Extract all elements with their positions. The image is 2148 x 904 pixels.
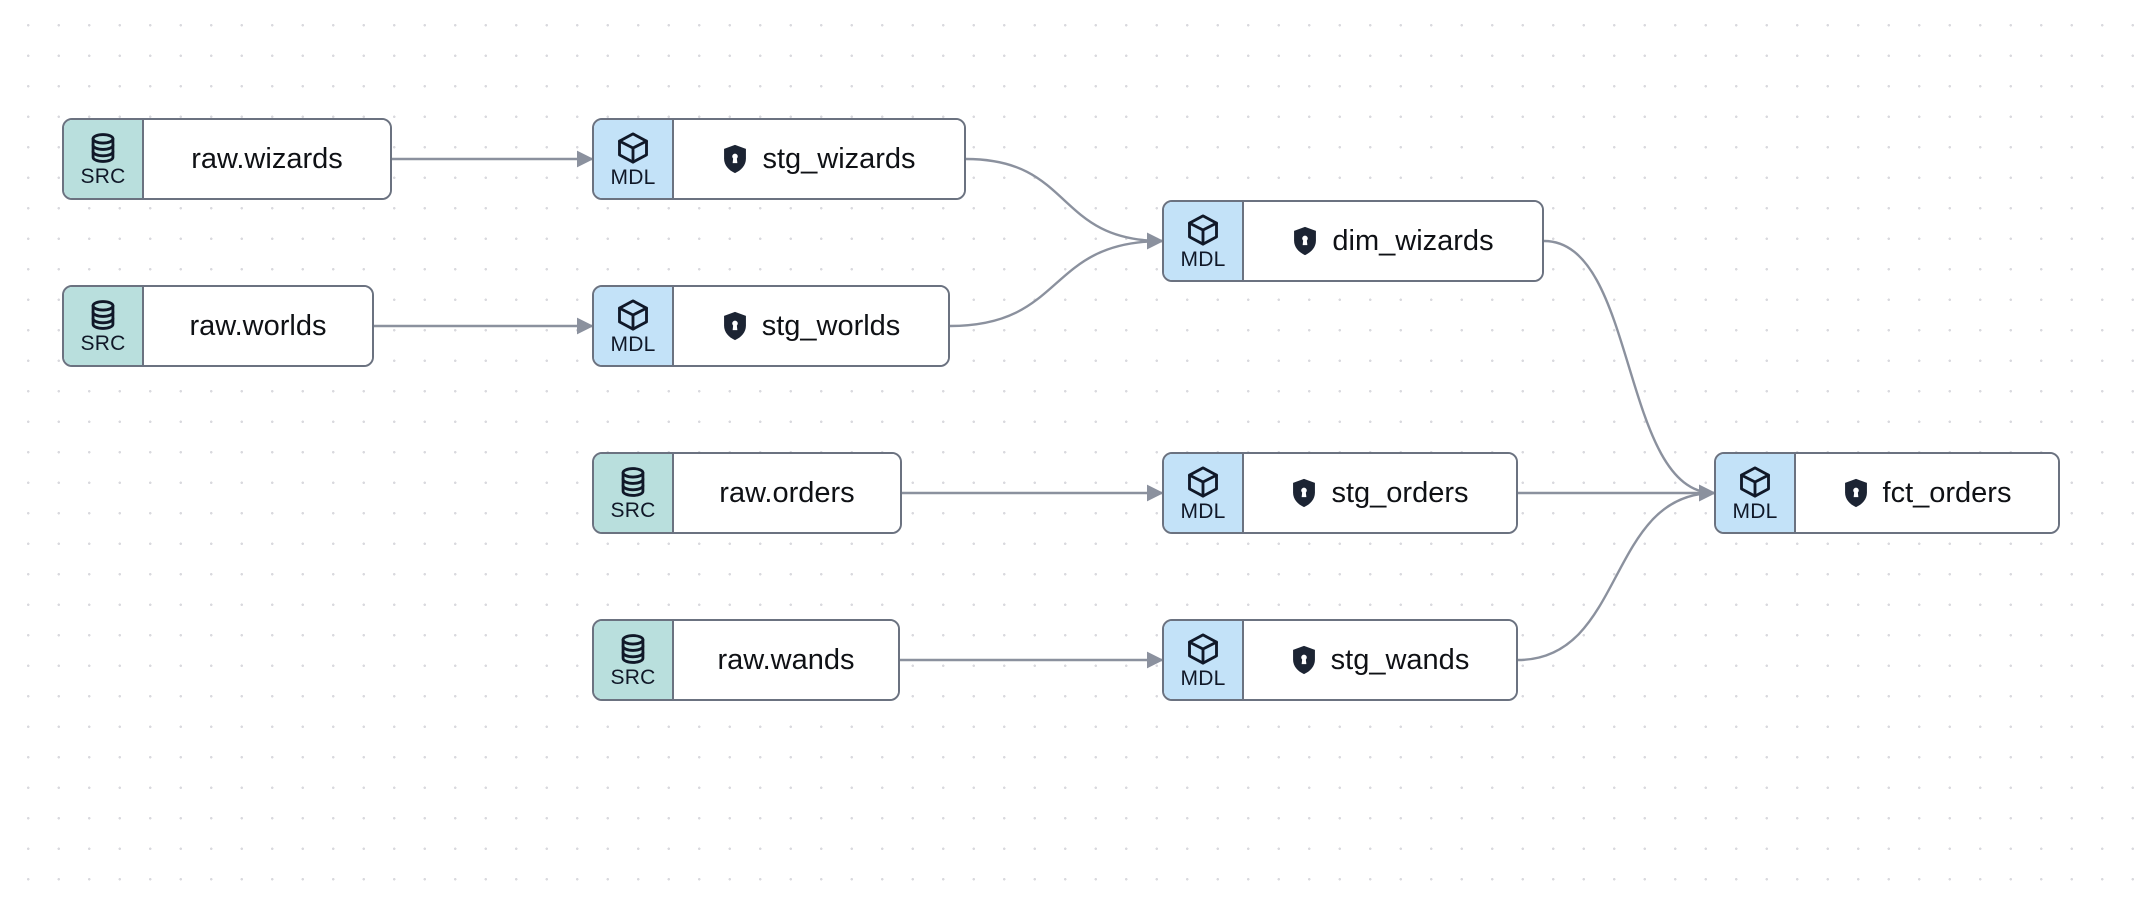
node-stg_wands[interactable]: MDL stg_wands xyxy=(1162,619,1518,701)
shield-lock-icon xyxy=(1291,478,1317,508)
node-badge-label: MDL xyxy=(1180,500,1226,523)
node-badge-mdl: MDL xyxy=(1164,202,1244,280)
node-body: stg_worlds xyxy=(674,287,948,365)
node-body: fct_orders xyxy=(1796,454,2058,532)
node-badge-label: MDL xyxy=(610,333,656,356)
node-body: raw.wands xyxy=(674,621,898,699)
database-icon xyxy=(616,465,650,499)
node-raw_wizards[interactable]: SRC raw.wizards xyxy=(62,118,392,200)
shield-lock-icon xyxy=(1292,226,1318,256)
node-badge-src: SRC xyxy=(594,621,674,699)
node-badge-mdl: MDL xyxy=(594,120,674,198)
node-badge-label: SRC xyxy=(80,165,126,188)
node-badge-mdl: MDL xyxy=(594,287,674,365)
cube-icon xyxy=(615,130,651,166)
node-badge-label: SRC xyxy=(610,499,656,522)
node-label: fct_orders xyxy=(1882,477,2012,509)
cube-icon xyxy=(1185,464,1221,500)
node-badge-mdl: MDL xyxy=(1164,621,1244,699)
database-icon xyxy=(86,131,120,165)
node-body: dim_wizards xyxy=(1244,202,1542,280)
node-badge-src: SRC xyxy=(64,287,144,365)
cube-icon xyxy=(1185,212,1221,248)
cube-icon xyxy=(615,297,651,333)
node-label: stg_worlds xyxy=(761,310,901,342)
node-body: stg_wizards xyxy=(674,120,964,198)
node-body: raw.wizards xyxy=(144,120,390,198)
node-badge-label: MDL xyxy=(1180,248,1226,271)
node-badge-label: MDL xyxy=(1180,667,1226,690)
node-body: stg_orders xyxy=(1244,454,1516,532)
node-stg_orders[interactable]: MDL stg_orders xyxy=(1162,452,1518,534)
shield-lock-icon xyxy=(722,311,748,341)
database-icon xyxy=(616,632,650,666)
node-badge-label: SRC xyxy=(80,332,126,355)
node-fct_orders[interactable]: MDL fct_orders xyxy=(1714,452,2060,534)
edge-stg_wizards-to-dim_wizards xyxy=(965,157,1164,250)
node-stg_worlds[interactable]: MDL stg_worlds xyxy=(592,285,950,367)
node-label: raw.wands xyxy=(717,644,855,676)
shield-lock-icon xyxy=(1843,478,1869,508)
node-dim_wizards[interactable]: MDL dim_wizards xyxy=(1162,200,1544,282)
node-badge-label: MDL xyxy=(610,166,656,189)
node-label: stg_wizards xyxy=(762,143,916,175)
cube-icon xyxy=(1737,464,1773,500)
node-badge-mdl: MDL xyxy=(1164,454,1244,532)
node-body: raw.orders xyxy=(674,454,900,532)
node-raw_orders[interactable]: SRC raw.orders xyxy=(592,452,902,534)
edge-stg_worlds-to-dim_wizards xyxy=(949,232,1164,328)
node-raw_wands[interactable]: SRC raw.wands xyxy=(592,619,900,701)
node-label: raw.wizards xyxy=(191,143,343,175)
node-badge-mdl: MDL xyxy=(1716,454,1796,532)
node-label: raw.worlds xyxy=(189,310,327,342)
node-badge-src: SRC xyxy=(64,120,144,198)
node-label: stg_wands xyxy=(1330,644,1470,676)
node-label: dim_wizards xyxy=(1332,225,1494,257)
node-badge-label: MDL xyxy=(1732,500,1778,523)
node-label: raw.orders xyxy=(719,477,855,509)
edge-dim_wizards-to-fct_orders xyxy=(1543,239,1716,502)
node-body: stg_wands xyxy=(1244,621,1516,699)
node-label: stg_orders xyxy=(1331,477,1469,509)
shield-lock-icon xyxy=(1291,645,1317,675)
node-stg_wizards[interactable]: MDL stg_wizards xyxy=(592,118,966,200)
node-body: raw.worlds xyxy=(144,287,372,365)
shield-lock-icon xyxy=(722,144,748,174)
node-badge-src: SRC xyxy=(594,454,674,532)
edge-stg_wands-to-fct_orders xyxy=(1517,484,1716,662)
node-raw_worlds[interactable]: SRC raw.worlds xyxy=(62,285,374,367)
cube-icon xyxy=(1185,631,1221,667)
node-badge-label: SRC xyxy=(610,666,656,689)
database-icon xyxy=(86,298,120,332)
